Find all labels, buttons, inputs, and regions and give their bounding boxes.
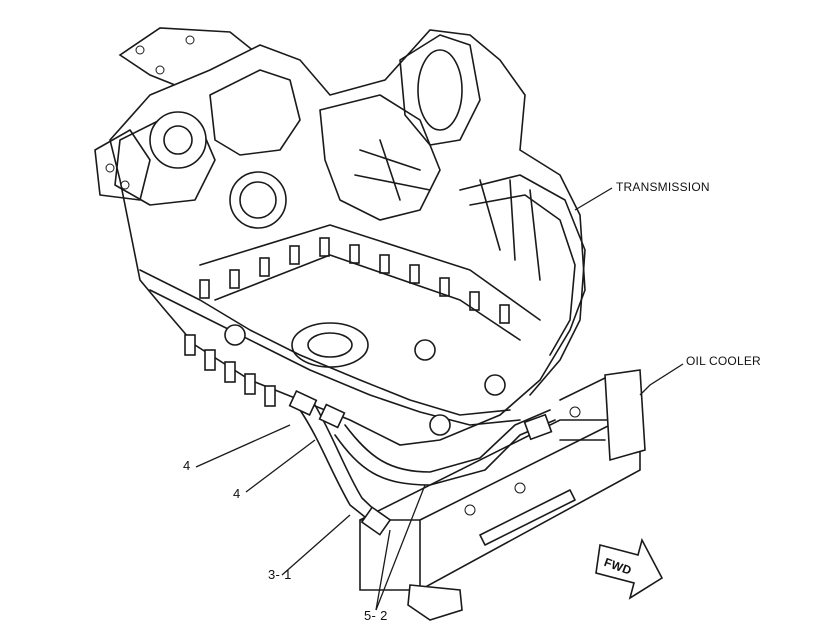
transmission-bellhousing: [459, 174, 586, 396]
callout-4-upper: 4: [183, 458, 191, 473]
oil-line-return: [334, 419, 556, 486]
callout-4-lower: 4: [233, 486, 241, 501]
leader-oil-cooler: [639, 363, 684, 396]
fwd-arrow: [595, 537, 664, 600]
oil-pan-bolts: [184, 237, 510, 407]
accessory-drive-cover: [229, 171, 287, 229]
oil-cooler-header: [604, 369, 646, 462]
leader-item-4-lower: [245, 439, 316, 493]
drain-plug-boss: [291, 322, 369, 368]
transmission-label: TRANSMISSION: [616, 180, 710, 194]
hose-fitting-upper: [288, 390, 318, 416]
leader-item-5-2: [375, 484, 426, 611]
hose-fitting-lower: [360, 506, 392, 536]
front-pulley: [149, 111, 207, 169]
oil-cooler-body: [359, 419, 641, 591]
leader-transmission: [574, 187, 613, 211]
callout-3-1: 3- 1: [268, 567, 292, 582]
leader-item-3-1: [281, 514, 351, 576]
oil-cooler-label: OIL COOLER: [686, 354, 761, 368]
cooler-outlet-pipe: [407, 584, 463, 621]
leader-item-4-upper: [195, 424, 291, 468]
oil-line-supply: [299, 409, 376, 526]
callout-5-2: 5- 2: [364, 608, 388, 623]
